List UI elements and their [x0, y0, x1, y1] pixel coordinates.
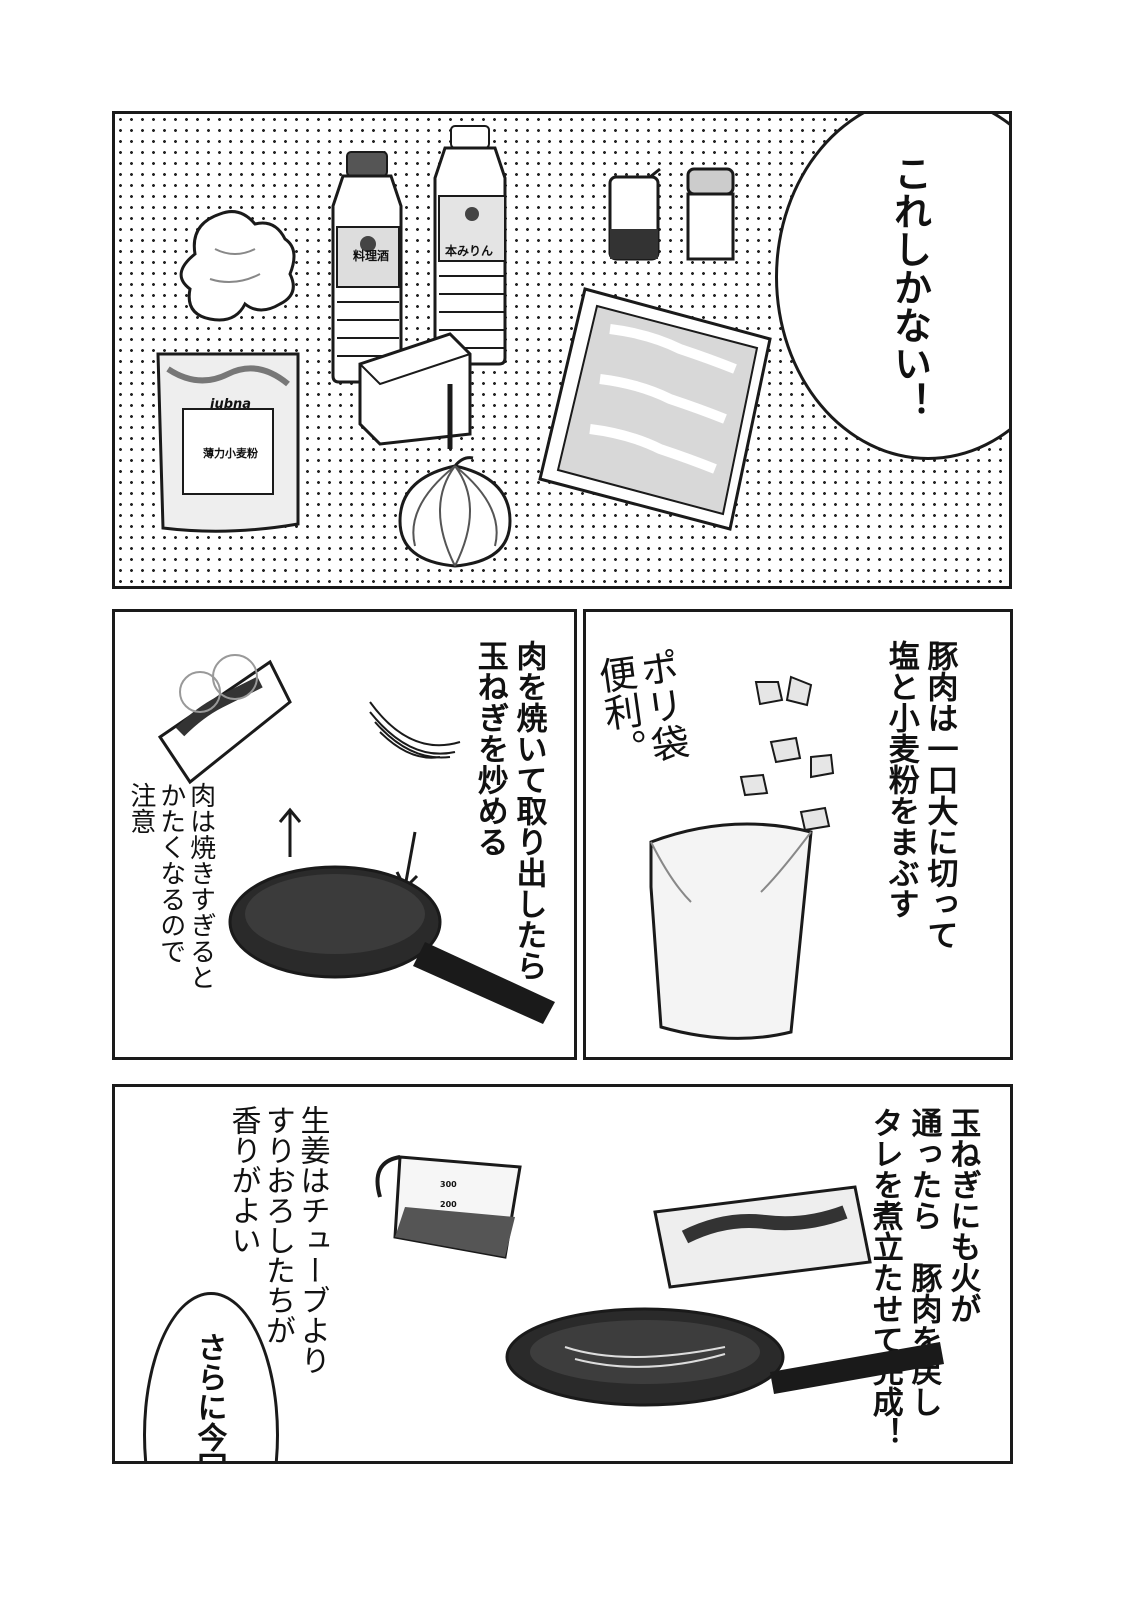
- speech-text: これしかない！: [887, 154, 932, 420]
- narration-text: 肉を焼いて取り出したら 玉ねぎを炒める: [471, 640, 547, 981]
- flour-bag-illustration: [156, 352, 300, 533]
- speech-text: さらに今回は: [191, 1332, 227, 1464]
- sugar-container-illustration: [358, 332, 472, 449]
- flour-label: 薄力小麦粉: [203, 447, 258, 460]
- panel-finish: 玉ねぎにも火が 通ったら 豚肉を戻し タレを煮立たせて完成！ 生姜はチューブより…: [112, 1084, 1013, 1464]
- frying-pan-illustration: [505, 1307, 944, 1407]
- panel-ingredients: 料理酒 本みりん iubna 薄力小麦粉: [112, 111, 1012, 589]
- pork-onion-tray-illustration: [653, 1185, 872, 1289]
- sake-label: 料理酒: [353, 249, 390, 263]
- ginger-illustration: [179, 210, 296, 322]
- panel-fry: 肉を焼いて取り出したら 玉ねぎを炒める 肉は焼きすぎると かたくなるので 注意: [112, 609, 577, 1060]
- mirin-bottle-illustration: [433, 125, 507, 366]
- flour-brand: iubna: [210, 397, 252, 412]
- cup-mark-200: 200: [440, 1200, 457, 1209]
- mirin-label: 本みりん: [445, 244, 494, 258]
- cooked-pork-tray-illustration: [157, 654, 292, 785]
- frying-pan-illustration: [228, 865, 555, 1024]
- narration-text: 豚肉は一口大に切って 塩と小麦粉をまぶす: [882, 640, 958, 950]
- arrow-up-icon: [278, 807, 302, 857]
- plastic-bag-illustration: [649, 822, 813, 1040]
- pork-tray-illustration: [538, 287, 772, 531]
- narration-text: 玉ねぎにも火が 通ったら 豚肉を戻し タレを煮立たせて完成！: [866, 1107, 981, 1448]
- salt-shaker-illustration: [686, 167, 735, 261]
- panel-coat-pork: 豚肉は一口大に切って 塩と小麦粉をまぶす ポリ袋 便利。: [583, 609, 1013, 1060]
- onion-slices-illustration: [369, 701, 461, 759]
- cup-mark-300: 300: [440, 1180, 457, 1189]
- onion-illustration: [398, 456, 512, 568]
- handwritten-note: ポリ袋 便利。: [590, 646, 692, 772]
- handwritten-note: 生姜はチューブより すりおろしたちが 香りがよい: [225, 1105, 330, 1375]
- measuring-cup-illustration: [375, 1155, 522, 1259]
- soy-sauce-cruet-illustration: [608, 167, 661, 261]
- handwritten-note: 肉は焼きすぎると かたくなるので 注意: [125, 782, 216, 990]
